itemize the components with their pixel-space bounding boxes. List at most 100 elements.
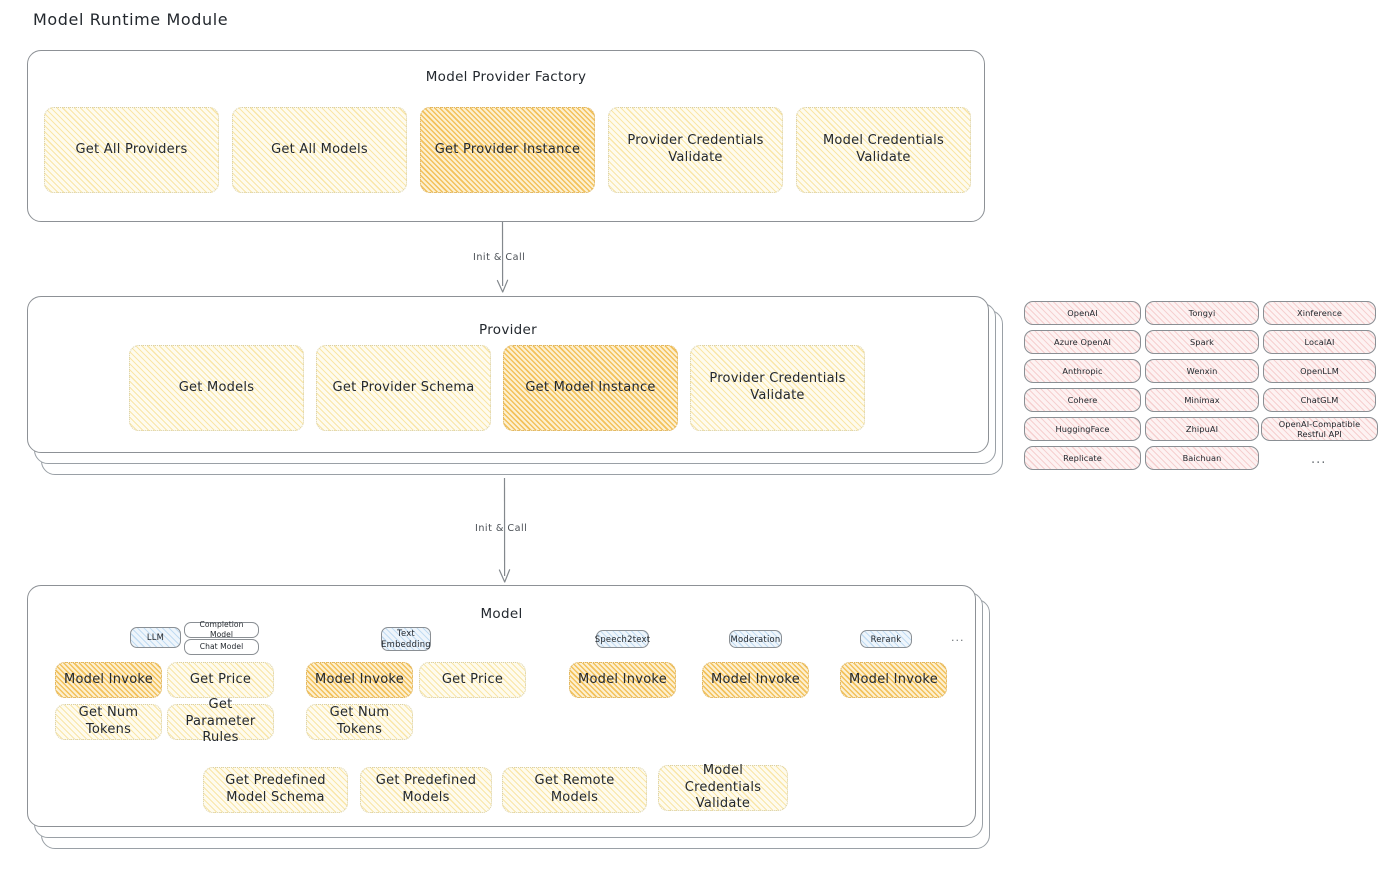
- arrow-provider-to-model: [498, 478, 511, 583]
- provider-chip-label: Minimax: [1184, 394, 1220, 405]
- method-label: Get Predefined Model Schema: [225, 773, 326, 805]
- model-type-badge-speech2text[interactable]: Speech2text: [594, 630, 651, 648]
- factory-node-label: Get All Providers: [75, 141, 188, 157]
- provider-chip-label: Wenxin: [1186, 365, 1218, 376]
- method-label: Model Invoke: [315, 671, 404, 687]
- provider-list-ellipsis: ...: [1311, 452, 1327, 467]
- provider-chip-spark[interactable]: Spark: [1145, 330, 1259, 354]
- provider-chip-label: LocalAI: [1304, 336, 1335, 347]
- llm-method-get-price[interactable]: Get Price: [167, 662, 274, 698]
- provider-chip-zhipuai[interactable]: ZhipuAI: [1145, 417, 1259, 441]
- provider-chip-cohere[interactable]: Cohere: [1024, 388, 1141, 412]
- provider-title: Provider: [479, 322, 537, 338]
- method-label: Model Invoke: [578, 671, 667, 687]
- factory-node-label: Model Credentials Validate: [822, 133, 945, 165]
- rerank-method-model-invoke[interactable]: Model Invoke: [840, 662, 947, 698]
- provider-chip-label: Azure OpenAI: [1054, 336, 1111, 347]
- method-label: Model Credentials Validate: [684, 763, 762, 812]
- factory-node-get-all-models[interactable]: Get All Models: [232, 107, 407, 193]
- provider-node-get-models[interactable]: Get Models: [129, 345, 304, 431]
- provider-chip-minimax[interactable]: Minimax: [1145, 388, 1259, 412]
- provider-node-provider-credentials-validate[interactable]: Provider Credentials Validate: [690, 345, 865, 431]
- method-label: Model Invoke: [64, 671, 153, 687]
- model-type-badge-text-embedding[interactable]: Text Embedding: [381, 627, 431, 651]
- model-common-method-model-credentials-validate[interactable]: Model Credentials Validate: [658, 763, 788, 812]
- provider-node-label: Get Provider Schema: [332, 379, 475, 395]
- provider-chip-anthropic[interactable]: Anthropic: [1024, 359, 1141, 383]
- provider-chip-huggingface[interactable]: HuggingFace: [1024, 417, 1141, 441]
- model-type-badge-label: Text Embedding: [381, 628, 431, 649]
- provider-chip-label: OpenAI-Compatible Restful API: [1278, 418, 1361, 440]
- speech2text-method-model-invoke[interactable]: Model Invoke: [569, 662, 676, 698]
- provider-chip-wenxin[interactable]: Wenxin: [1145, 359, 1259, 383]
- provider-chip-label: OpenAI: [1067, 307, 1098, 318]
- factory-node-model-credentials-validate[interactable]: Model Credentials Validate: [796, 107, 971, 193]
- model-type-badge-label: Rerank: [870, 633, 902, 644]
- provider-chip-label: Cohere: [1067, 394, 1098, 405]
- factory-node-get-all-providers[interactable]: Get All Providers: [44, 107, 219, 193]
- method-label: Get Price: [189, 671, 252, 687]
- factory-node-get-provider-instance[interactable]: Get Provider Instance: [420, 107, 595, 193]
- provider-chip-label: Tongyi: [1188, 307, 1216, 318]
- provider-chip-openai[interactable]: OpenAI: [1024, 301, 1141, 325]
- provider-node-label: Get Model Instance: [525, 379, 656, 395]
- arrow-factory-to-provider: [496, 222, 509, 293]
- model-type-badge-moderation[interactable]: Moderation: [729, 630, 782, 648]
- factory-node-label: Get All Models: [271, 141, 368, 157]
- provider-node-label: Get Models: [178, 379, 255, 395]
- provider-chip-xinference[interactable]: Xinference: [1263, 301, 1376, 325]
- provider-chip-label: ZhipuAI: [1185, 423, 1219, 434]
- provider-chip-label: OpenLLM: [1300, 365, 1339, 376]
- model-type-badge-label: LLM: [146, 632, 165, 643]
- provider-node-get-provider-schema[interactable]: Get Provider Schema: [316, 345, 491, 431]
- llm-method-get-num-tokens[interactable]: Get Num Tokens: [55, 704, 162, 740]
- provider-chip-label: ChatGLM: [1300, 394, 1339, 405]
- factory-node-label: Get Provider Instance: [434, 141, 581, 157]
- model-type-badge-rerank[interactable]: Rerank: [860, 630, 912, 648]
- model-sub-badge-chat-model[interactable]: Chat Model: [184, 639, 259, 655]
- model-common-method-get-remote-models[interactable]: Get Remote Models: [502, 767, 647, 813]
- provider-chip-label: Replicate: [1063, 452, 1102, 463]
- text-embedding-method-get-num-tokens[interactable]: Get Num Tokens: [306, 704, 413, 740]
- provider-chip-localai[interactable]: LocalAI: [1263, 330, 1376, 354]
- provider-node-label: Provider Credentials Validate: [709, 371, 846, 403]
- provider-chip-openai-compatible-restful-api[interactable]: OpenAI-Compatible Restful API: [1261, 417, 1378, 441]
- model-type-badge-llm[interactable]: LLM: [130, 627, 181, 648]
- moderation-method-model-invoke[interactable]: Model Invoke: [702, 662, 809, 698]
- model-type-badge-label: Speech2text: [594, 633, 651, 644]
- provider-chip-tongyi[interactable]: Tongyi: [1145, 301, 1259, 325]
- provider-chip-replicate[interactable]: Replicate: [1024, 446, 1141, 470]
- llm-method-get-parameter-rules[interactable]: Get Parameter Rules: [167, 697, 274, 745]
- model-sub-badge-label: Chat Model: [199, 642, 244, 652]
- factory-node-label: Provider Credentials Validate: [627, 133, 764, 165]
- arrow-label-init-and-call-1: Init & Call: [470, 252, 529, 263]
- provider-chip-openllm[interactable]: OpenLLM: [1263, 359, 1376, 383]
- model-type-badge-label: Moderation: [730, 633, 781, 644]
- provider-chip-label: Anthropic: [1062, 365, 1103, 376]
- method-label: Get Remote Models: [534, 773, 615, 805]
- provider-chip-label: Baichuan: [1182, 452, 1222, 463]
- method-label: Model Invoke: [711, 671, 800, 687]
- factory-node-provider-credentials-validate[interactable]: Provider Credentials Validate: [608, 107, 783, 193]
- model-common-method-get-predefined-models[interactable]: Get Predefined Models: [360, 767, 492, 813]
- provider-node-get-model-instance[interactable]: Get Model Instance: [503, 345, 678, 431]
- text-embedding-method-get-price[interactable]: Get Price: [419, 662, 526, 698]
- model-sub-badge-completion-model[interactable]: Completion Model: [184, 620, 259, 639]
- arrow-label-init-and-call-2: Init & Call: [472, 523, 531, 534]
- provider-chip-label: Xinference: [1297, 307, 1342, 318]
- model-types-ellipsis: ...: [951, 631, 965, 644]
- model-sub-badge-label: Completion Model: [199, 620, 244, 639]
- llm-method-model-invoke[interactable]: Model Invoke: [55, 662, 162, 698]
- text-embedding-method-model-invoke[interactable]: Model Invoke: [306, 662, 413, 698]
- provider-chip-baichuan[interactable]: Baichuan: [1145, 446, 1259, 470]
- method-label: Get Num Tokens: [329, 705, 390, 737]
- method-label: Get Price: [441, 671, 504, 687]
- provider-chip-azure-openai[interactable]: Azure OpenAI: [1024, 330, 1141, 354]
- model-common-method-get-predefined-model-schema[interactable]: Get Predefined Model Schema: [203, 767, 348, 813]
- provider-chip-chatglm[interactable]: ChatGLM: [1263, 388, 1376, 412]
- provider-chip-label: Spark: [1189, 336, 1215, 347]
- method-label: Get Num Tokens: [78, 705, 139, 737]
- provider-chip-label: HuggingFace: [1055, 423, 1110, 434]
- model-title: Model: [480, 606, 523, 622]
- method-label: Get Parameter Rules: [185, 697, 256, 746]
